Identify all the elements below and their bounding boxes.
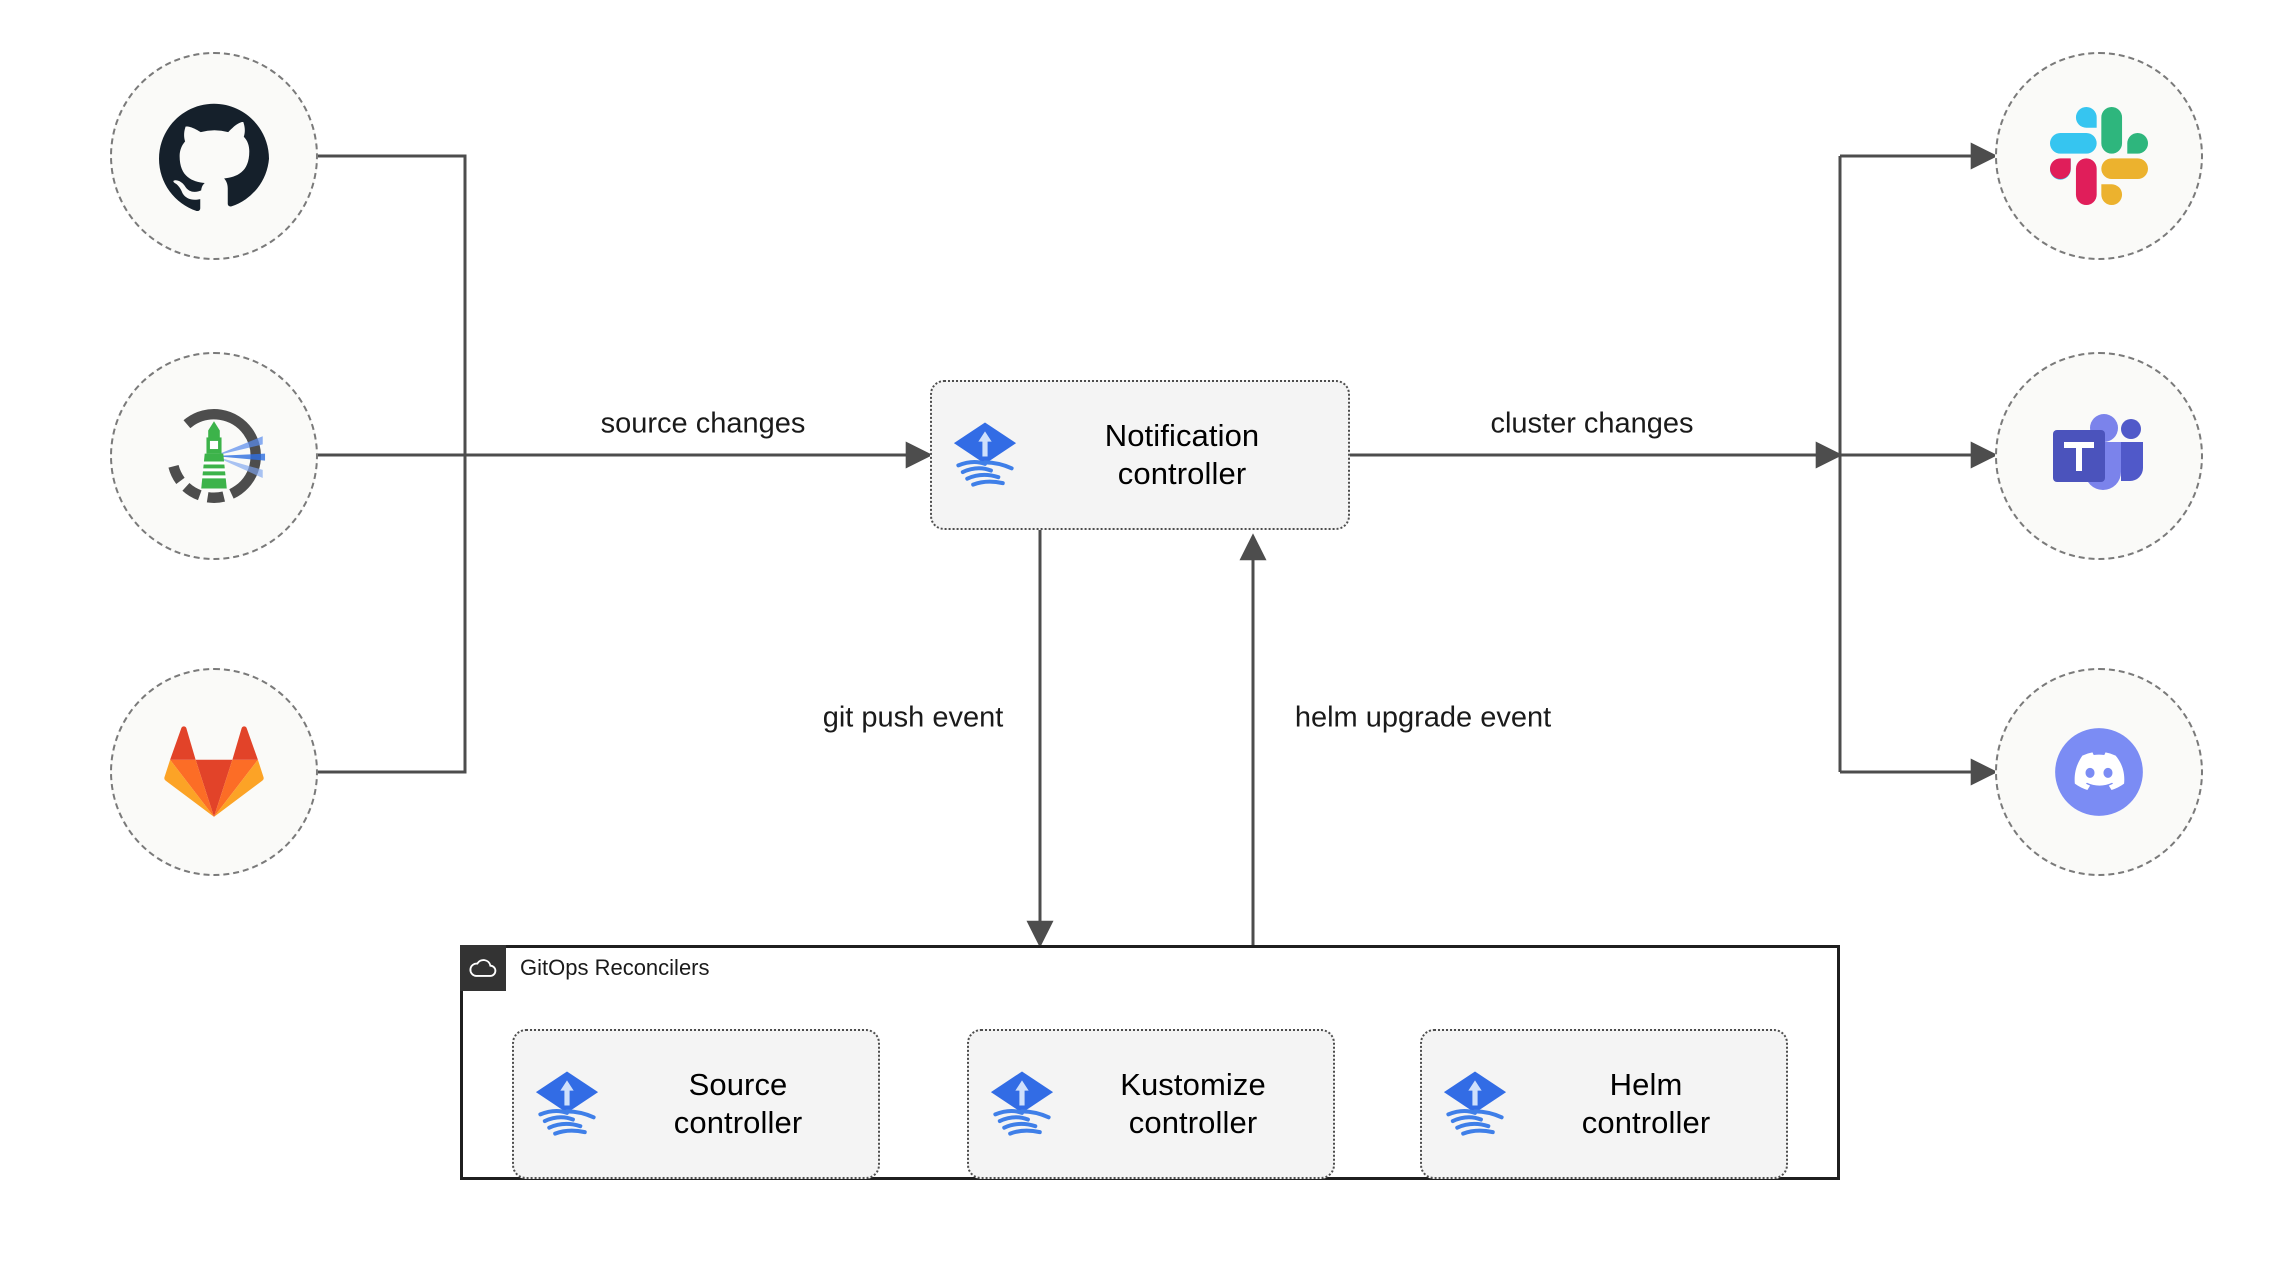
gitlab-icon <box>162 723 266 821</box>
gitops-reconcilers-header: GitOps Reconcilers <box>460 945 710 991</box>
flux-logo-icon <box>985 1067 1059 1141</box>
edge-label-source-changes: source changes <box>590 405 816 443</box>
source-node-github[interactable] <box>110 52 318 260</box>
helm-controller-label: Helm controller <box>1581 1067 1711 1140</box>
edge-label-cluster-changes: cluster changes <box>1480 405 1704 443</box>
notification-controller-box[interactable]: Notification controller <box>930 380 1350 530</box>
slack-icon <box>2050 107 2148 205</box>
edge-label-git-push-event: git push event <box>812 699 1014 737</box>
edge-label-helm-upgrade-event: helm upgrade event <box>1284 699 1562 737</box>
microsoft-teams-icon <box>2047 406 2151 506</box>
flux-logo-icon <box>948 418 1022 492</box>
source-node-flux[interactable] <box>110 352 318 560</box>
helm-controller-box[interactable]: Helm controller <box>1420 1029 1788 1179</box>
provider-node-teams[interactable] <box>1995 352 2203 560</box>
flux-logo-icon <box>1438 1067 1512 1141</box>
source-controller-box[interactable]: Source controller <box>512 1029 880 1179</box>
cloud-icon <box>460 945 506 991</box>
kustomize-controller-box[interactable]: Kustomize controller <box>967 1029 1335 1179</box>
gitops-reconcilers-title: GitOps Reconcilers <box>520 955 710 980</box>
github-icon <box>159 101 269 211</box>
edge-gitlab-to-notification <box>318 455 467 774</box>
flux-lighthouse-icon <box>156 398 272 514</box>
notification-controller-label: Notification controller <box>1104 418 1260 491</box>
provider-node-slack[interactable] <box>1995 52 2203 260</box>
discord-icon <box>2048 721 2150 823</box>
source-node-gitlab[interactable] <box>110 668 318 876</box>
edge-github-to-notification <box>318 154 467 455</box>
source-controller-label: Source controller <box>673 1067 803 1140</box>
flux-logo-icon <box>530 1067 604 1141</box>
provider-node-discord[interactable] <box>1995 668 2203 876</box>
kustomize-controller-label: Kustomize controller <box>1120 1067 1266 1140</box>
